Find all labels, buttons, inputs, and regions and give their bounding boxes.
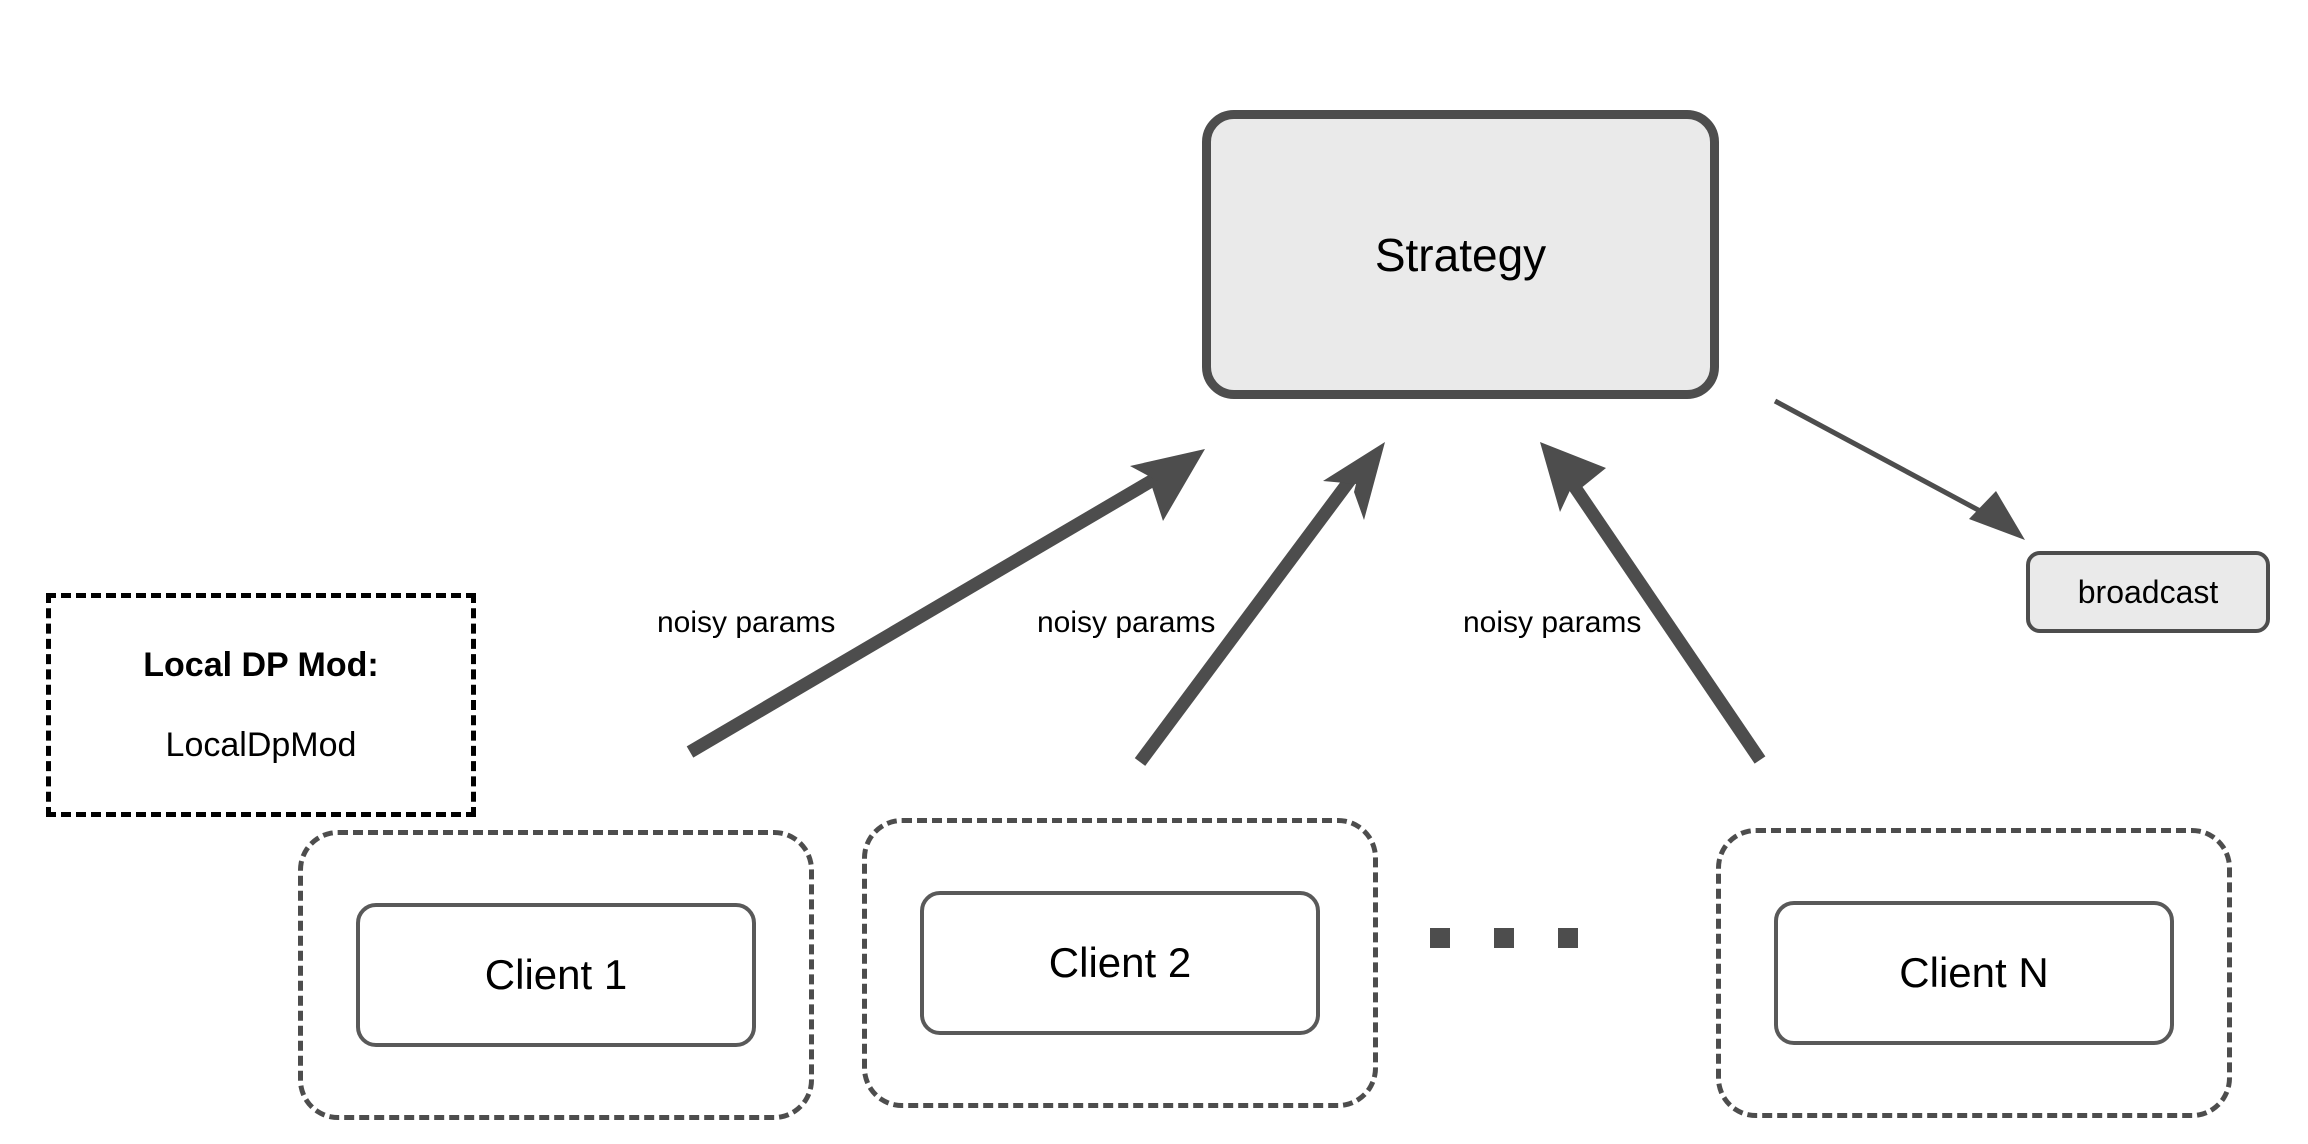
- strategy-node[interactable]: Strategy: [1202, 110, 1719, 399]
- client-node-1-label: Client 1: [484, 951, 628, 998]
- local-dp-mod-legend: Local DP Mod: LocalDpMod: [46, 593, 476, 817]
- client-node-n[interactable]: Client N: [1774, 901, 2174, 1045]
- edge-label-client1: noisy params: [657, 606, 836, 639]
- broadcast-node-label: broadcast: [2077, 574, 2219, 610]
- client-node-2-label: Client 2: [1048, 939, 1192, 986]
- edge-label-clientN: noisy params: [1463, 606, 1642, 639]
- client-node-2[interactable]: Client 2: [920, 891, 1320, 1035]
- broadcast-node[interactable]: broadcast: [2026, 551, 2270, 633]
- ellipsis-icon: [1430, 928, 1578, 948]
- client-node-n-label: Client N: [1899, 949, 2049, 996]
- arrow-clientN-to-strategy: [1540, 442, 1766, 764]
- arrow-client2-to-strategy: [1134, 442, 1385, 766]
- arrow-client1-to-strategy: [686, 449, 1205, 758]
- client-group-2: Client 2: [862, 818, 1378, 1108]
- strategy-node-label: Strategy: [1374, 228, 1547, 281]
- client-node-1[interactable]: Client 1: [356, 903, 756, 1047]
- edge-label-client2: noisy params: [1037, 606, 1216, 639]
- ellipsis-dot-2: [1494, 928, 1514, 948]
- client-group-n: Client N: [1716, 828, 2232, 1118]
- client-group-1: Client 1: [298, 830, 814, 1120]
- local-dp-mod-title: Local DP Mod:: [143, 646, 379, 684]
- ellipsis-dot-3: [1558, 928, 1578, 948]
- ellipsis-dot-1: [1430, 928, 1450, 948]
- local-dp-mod-value: LocalDpMod: [165, 726, 357, 764]
- arrow-strategy-to-broadcast: [1773, 398, 2025, 540]
